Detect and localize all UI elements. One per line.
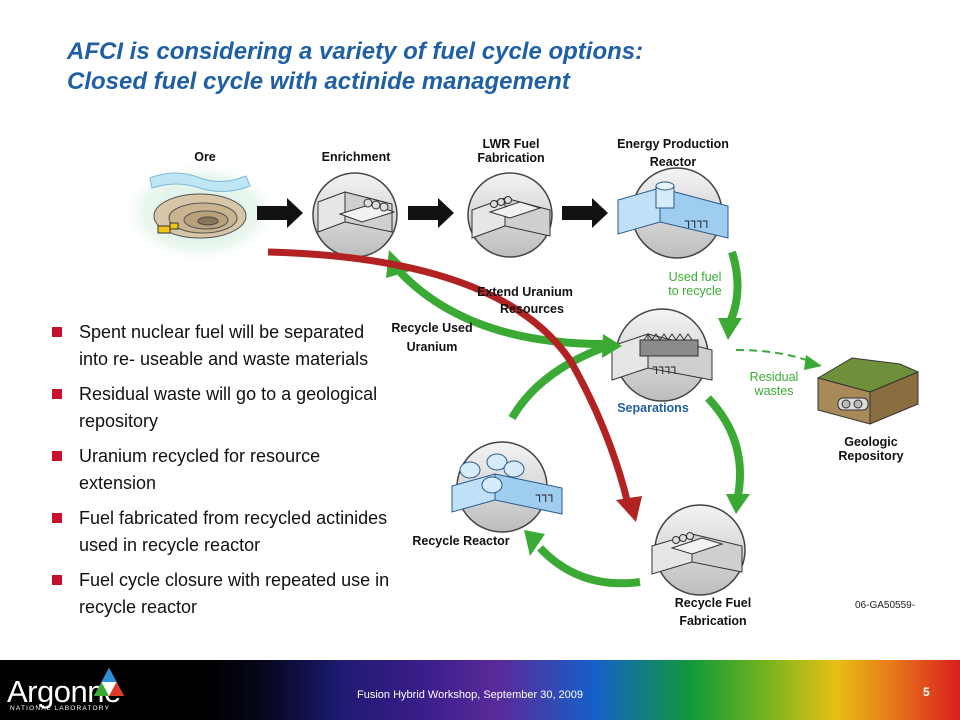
bullet-item: Uranium recycled for resource extension xyxy=(50,443,390,497)
geologic-repository-icon xyxy=(816,357,920,425)
bullet-item: Fuel cycle closure with repeated use in … xyxy=(50,567,390,621)
svg-text:ᒣᒣᒣ: ᒣᒣᒣ xyxy=(535,494,553,505)
label-extend-uranium-1: Extend Uranium xyxy=(477,285,573,299)
bullet-square-icon xyxy=(52,513,62,523)
fuel-cycle-diagram: ᒣᒣᒣᒣ ᒣᒣᒣᒣ ᒣᒣᒣ xyxy=(120,137,920,628)
svg-text:ᒣᒣᒣᒣ: ᒣᒣᒣᒣ xyxy=(652,366,676,377)
slide-title-line2: Closed fuel cycle with actinide manageme… xyxy=(67,68,570,95)
bullet-text: Fuel fabricated from recycled actinides … xyxy=(79,508,388,555)
bullet-list: Spent nuclear fuel will be separated int… xyxy=(50,319,390,629)
green-flow-arrows xyxy=(397,250,744,588)
bullet-square-icon xyxy=(52,389,62,399)
red-flow-arrow xyxy=(267,248,642,522)
lwr-fuel-fabrication-icon xyxy=(467,172,553,258)
bullet-text: Uranium recycled for resource extension xyxy=(79,446,321,493)
label-ore: Ore xyxy=(194,150,216,164)
label-geologic-repository-1: Geologic xyxy=(844,435,898,449)
slide-title-line1: AFCI is considering a variety of fuel cy… xyxy=(67,38,644,65)
label-energy-production-reactor-2: Reactor xyxy=(650,155,697,169)
bullet-square-icon xyxy=(52,575,62,585)
energy-production-reactor-icon: ᒣᒣᒣᒣ xyxy=(617,167,729,259)
svg-text:ᒣᒣᒣᒣ: ᒣᒣᒣᒣ xyxy=(684,220,708,231)
label-separations: Separations xyxy=(617,401,689,415)
label-recycle-fuel-fabrication-2: Fabrication xyxy=(679,614,746,628)
argonne-logo-icon xyxy=(94,668,124,696)
recycle-reactor-icon: ᒣᒣᒣ xyxy=(451,441,563,533)
bullet-text: Fuel cycle closure with repeated use in … xyxy=(79,570,390,617)
label-residual-wastes-1: Residual xyxy=(750,370,799,384)
argonne-logo-subtitle: NATIONAL LABORATORY xyxy=(10,705,111,712)
label-recycle-used-uranium-2: Uranium xyxy=(407,340,458,354)
label-used-fuel-1: Used fuel xyxy=(669,270,722,284)
recycle-fuel-fabrication-icon xyxy=(651,504,746,596)
bullet-item: Fuel fabricated from recycled actinides … xyxy=(50,505,390,559)
residual-wastes-arrow xyxy=(735,349,822,370)
figure-code: 06-GA50559- xyxy=(855,600,915,611)
footer-dark-fade xyxy=(0,660,340,720)
process-arrows xyxy=(257,198,608,228)
label-residual-wastes-2: wastes xyxy=(754,384,794,398)
bullet-item: Residual waste will go to a geological r… xyxy=(50,381,390,435)
label-recycle-reactor: Recycle Reactor xyxy=(412,534,509,548)
label-recycle-fuel-fabrication-1: Recycle Fuel xyxy=(675,596,751,610)
label-lwr-fuel-fabrication-1: LWR Fuel xyxy=(483,137,540,151)
label-lwr-fuel-fabrication-2: Fabrication xyxy=(477,151,544,165)
slide-title: AFCI is considering a variety of fuel cy… xyxy=(67,37,927,97)
enrichment-facility-icon xyxy=(312,172,398,258)
label-energy-production-reactor-1: Energy Production xyxy=(617,137,729,151)
bullet-square-icon xyxy=(52,327,62,337)
bullet-item: Spent nuclear fuel will be separated int… xyxy=(50,319,390,373)
bullet-square-icon xyxy=(52,451,62,461)
bullet-text: Spent nuclear fuel will be separated int… xyxy=(79,322,369,369)
label-enrichment: Enrichment xyxy=(322,150,392,164)
label-extend-uranium-2: Resources xyxy=(500,302,564,316)
label-recycle-used-uranium-1: Recycle Used xyxy=(391,321,472,335)
footer-event-text: Fusion Hybrid Workshop, September 30, 20… xyxy=(357,689,584,701)
page-number: 5 xyxy=(923,685,930,699)
label-geologic-repository-2: Repository xyxy=(838,449,903,463)
bullet-text: Residual waste will go to a geological r… xyxy=(79,384,378,431)
ore-mine-icon xyxy=(120,160,280,264)
separations-facility-icon: ᒣᒣᒣᒣ xyxy=(611,308,713,402)
footer-bar: Argonne NATIONAL LABORATORY Fusion Hybri… xyxy=(0,660,960,720)
label-used-fuel-2: to recycle xyxy=(668,284,722,298)
